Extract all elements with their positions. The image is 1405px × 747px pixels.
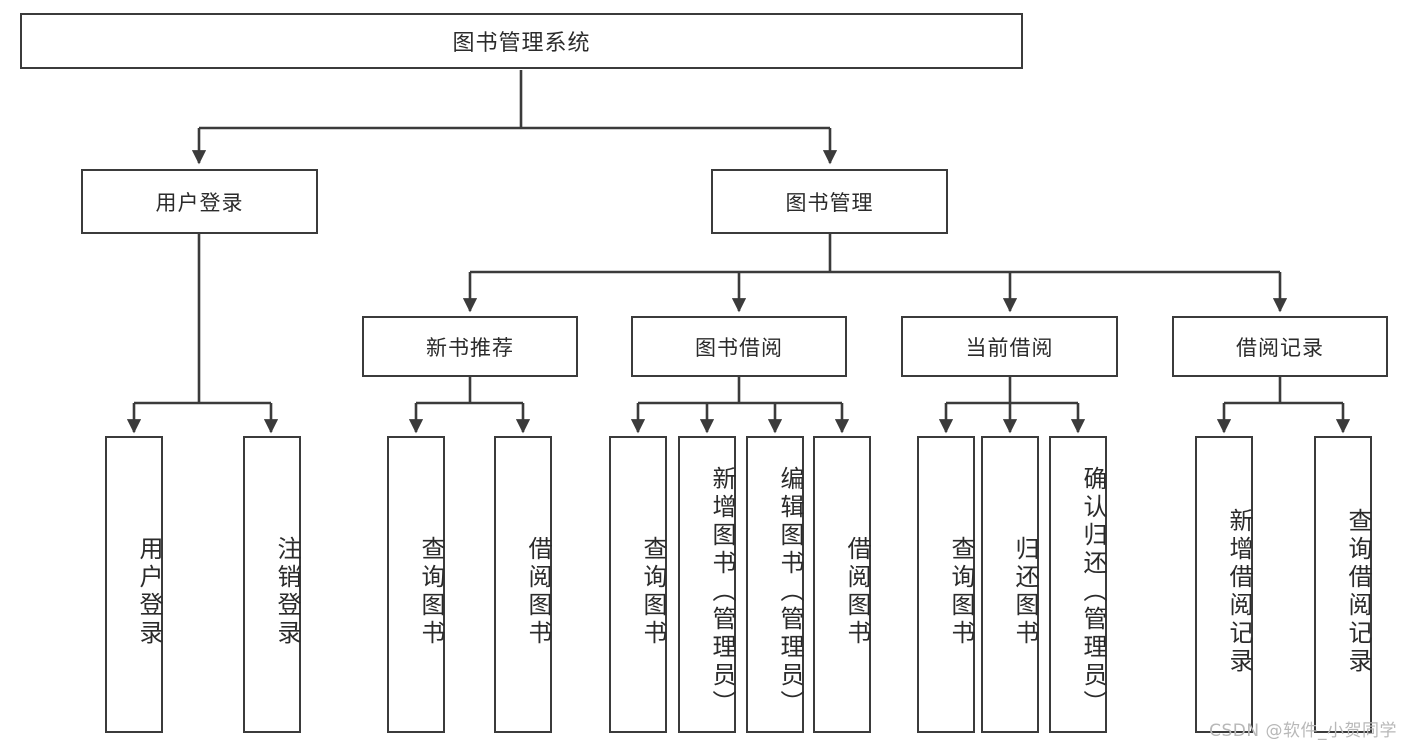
leaf-label: 查询图书 <box>947 535 975 648</box>
leaf-user-login-logout[interactable]: 注销登录 <box>243 436 301 733</box>
leaf-book-borrow-add[interactable]: 新增图书（管理员） <box>678 436 736 733</box>
leaf-book-borrow-borrow[interactable]: 借阅图书 <box>813 436 871 733</box>
leaf-book-borrow-query[interactable]: 查询图书 <box>609 436 667 733</box>
leaf-book-borrow-edit[interactable]: 编辑图书（管理员） <box>746 436 804 733</box>
leaf-label: 确认归还（管理员） <box>1079 465 1107 718</box>
leaf-label: 新增图书（管理员） <box>708 465 736 718</box>
leaf-label: 查询图书 <box>639 535 667 648</box>
leaf-borrow-record-query[interactable]: 查询借阅记录 <box>1314 436 1372 733</box>
leaf-label: 新增借阅记录 <box>1225 507 1253 676</box>
leaf-label: 用户登录 <box>135 535 163 648</box>
node-root-system[interactable]: 图书管理系统 <box>20 13 1023 69</box>
leaf-new-book-borrow[interactable]: 借阅图书 <box>494 436 552 733</box>
node-user-login[interactable]: 用户登录 <box>81 169 318 234</box>
leaf-label: 编辑图书（管理员） <box>776 465 804 718</box>
leaf-new-book-query[interactable]: 查询图书 <box>387 436 445 733</box>
leaf-current-borrow-confirm[interactable]: 确认归还（管理员） <box>1049 436 1107 733</box>
leaf-label: 注销登录 <box>273 535 301 648</box>
leaf-label: 查询借阅记录 <box>1344 507 1372 676</box>
node-borrow-record[interactable]: 借阅记录 <box>1172 316 1388 377</box>
leaf-current-borrow-query[interactable]: 查询图书 <box>917 436 975 733</box>
node-current-borrow[interactable]: 当前借阅 <box>901 316 1118 377</box>
leaf-label: 归还图书 <box>1011 535 1039 648</box>
leaf-user-login-login[interactable]: 用户登录 <box>105 436 163 733</box>
leaf-label: 借阅图书 <box>524 535 552 648</box>
node-book-borrow[interactable]: 图书借阅 <box>631 316 847 377</box>
leaf-label: 查询图书 <box>417 535 445 648</box>
leaf-current-borrow-return[interactable]: 归还图书 <box>981 436 1039 733</box>
leaf-label: 借阅图书 <box>843 535 871 648</box>
node-new-book-recommend[interactable]: 新书推荐 <box>362 316 578 377</box>
leaf-borrow-record-add[interactable]: 新增借阅记录 <box>1195 436 1253 733</box>
node-book-management[interactable]: 图书管理 <box>711 169 948 234</box>
